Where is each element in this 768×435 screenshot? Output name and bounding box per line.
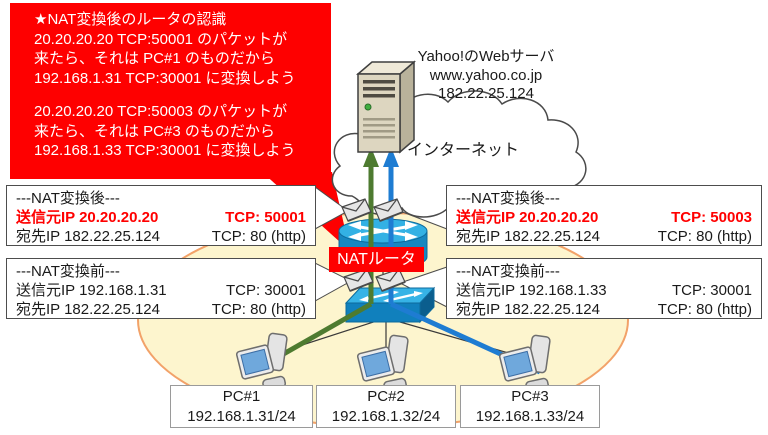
- packet-box-title: ---NAT変換前---: [456, 263, 560, 280]
- server-name: Yahoo!のWebサーバ: [417, 48, 555, 65]
- src-ip: 送信元IP 192.168.1.33: [456, 282, 607, 299]
- nat-router-label: NATルータ: [329, 247, 424, 272]
- packet-box-before-right: ---NAT変換前--- 送信元IP 192.168.1.33 TCP: 300…: [446, 258, 762, 319]
- pc1-label: PC#1 192.168.1.31/24: [170, 385, 313, 428]
- pc3-label: PC#3 192.168.1.33/24: [460, 385, 600, 428]
- callout-line: 20.20.20.20 TCP:50001 のパケットが: [34, 30, 288, 48]
- pc-name: PC#1: [222, 388, 261, 405]
- server-icon: [355, 60, 417, 154]
- dst-port: TCP: 80 (http): [657, 228, 752, 245]
- packet-box-title: ---NAT変換前---: [16, 263, 120, 280]
- pc3-icon: [498, 334, 551, 394]
- callout-line: 来たら、それは PC#3 のものだから: [34, 122, 275, 140]
- packet-box-before-left: ---NAT変換前--- 送信元IP 192.168.1.31 TCP: 300…: [6, 258, 316, 319]
- dst-ip: 宛先IP 182.22.25.124: [16, 301, 160, 318]
- dst-port: TCP: 80 (http): [211, 301, 306, 318]
- dst-port: TCP: 80 (http): [211, 228, 306, 245]
- src-port: TCP: 50003: [671, 209, 752, 226]
- dst-ip: 宛先IP 182.22.25.124: [16, 228, 160, 245]
- server-host: www.yahoo.co.jp: [429, 66, 543, 84]
- callout-line: 来たら、それは PC#1 のものだから: [34, 50, 275, 67]
- pc2-label: PC#2 192.168.1.32/24: [316, 385, 456, 428]
- pc-ip: 192.168.1.33/24: [475, 408, 585, 425]
- callout-line: 192.168.1.33 TCP:30001 に変換しよう: [34, 142, 296, 159]
- pc-ip: 192.168.1.32/24: [331, 408, 441, 425]
- src-ip: 送信元IP 20.20.20.20: [456, 209, 599, 226]
- pc2-icon: [356, 334, 409, 394]
- src-ip: 送信元IP 20.20.20.20: [16, 209, 159, 226]
- callout-line: 192.168.1.31 TCP:30001 に変換しよう: [34, 69, 296, 87]
- nat-table-callout: ★NAT変換後のルータの認識 20.20.20.20 TCP:50001 のパケ…: [10, 3, 331, 179]
- pc-ip: 192.168.1.31/24: [187, 408, 296, 425]
- dst-ip: 宛先IP 182.22.25.124: [456, 301, 600, 318]
- packet-box-title: ---NAT変換後---: [456, 190, 560, 207]
- dst-ip: 宛先IP 182.22.25.124: [456, 228, 600, 245]
- src-port: TCP: 30001: [225, 282, 306, 299]
- src-port: TCP: 30001: [671, 282, 752, 299]
- pc-name: PC#3: [511, 388, 549, 405]
- src-port: TCP: 50001: [225, 209, 306, 226]
- callout-line: 20.20.20.20 TCP:50003 のパケットが: [34, 103, 288, 120]
- packet-box-after-right: ---NAT変換後--- 送信元IP 20.20.20.20 TCP: 5000…: [446, 185, 762, 246]
- packet-box-after-left: ---NAT変換後--- 送信元IP 20.20.20.20 TCP: 5000…: [6, 185, 316, 246]
- server-ip: 182.22.25.124: [438, 85, 534, 102]
- server-caption: Yahoo!のWebサーバ www.yahoo.co.jp 182.22.25.…: [400, 48, 572, 104]
- packet-box-title: ---NAT変換後---: [16, 190, 120, 207]
- dst-port: TCP: 80 (http): [657, 301, 752, 318]
- internet-label: インターネット: [407, 142, 520, 159]
- callout-title: ★NAT変換後のルータの認識: [34, 11, 227, 28]
- src-ip: 送信元IP 192.168.1.31: [16, 282, 167, 299]
- pc-name: PC#2: [367, 388, 405, 405]
